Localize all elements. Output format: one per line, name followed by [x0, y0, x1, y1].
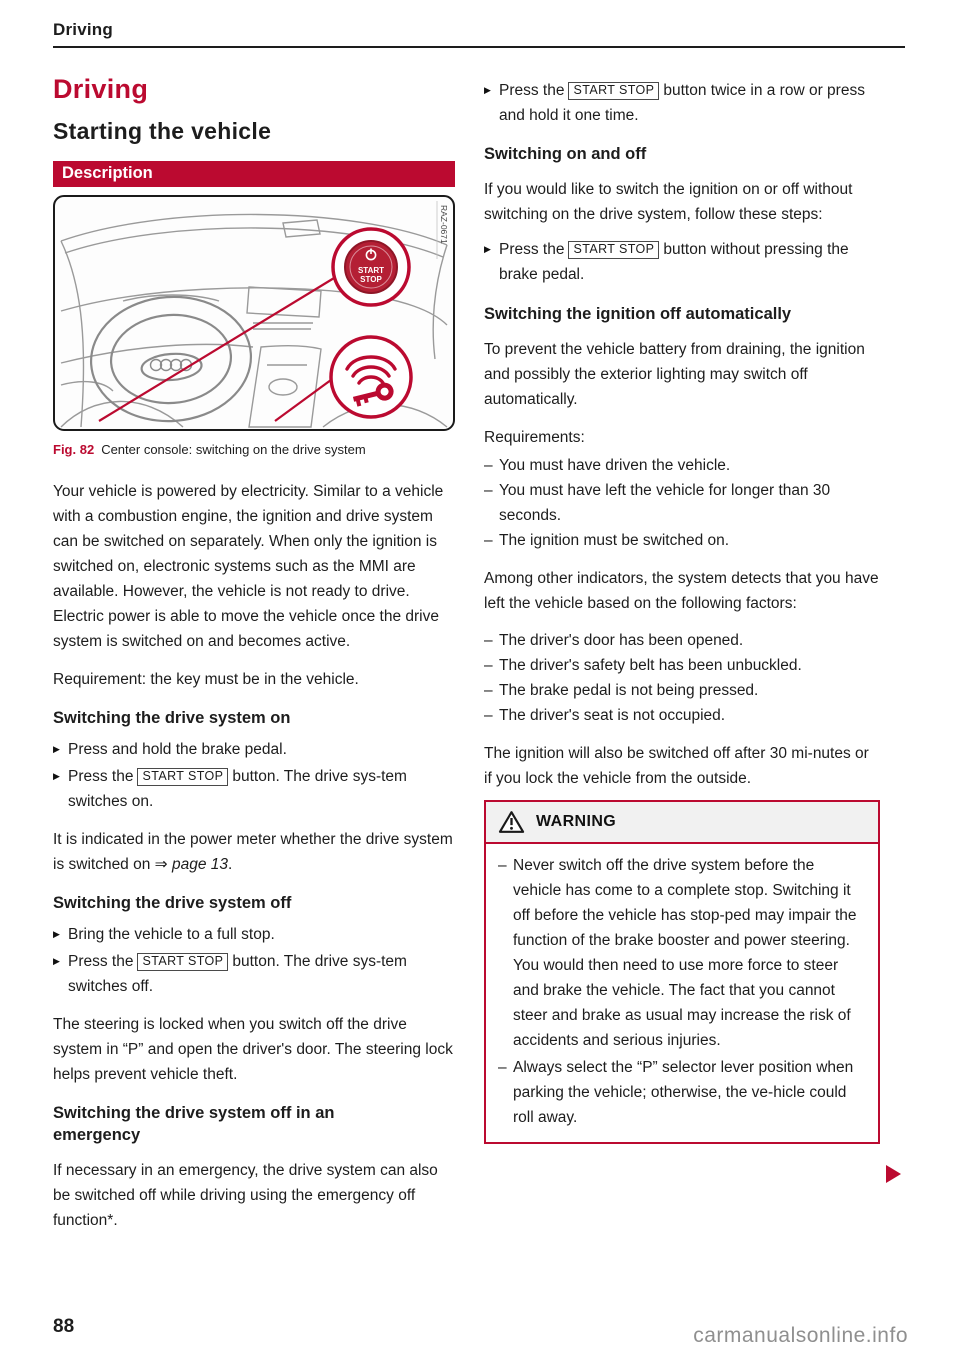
list-item-text: button twice in a row or press and hold …	[499, 82, 865, 124]
start-stop-button-icon: START STOP	[344, 240, 398, 294]
section-title: Starting the vehicle	[53, 118, 272, 144]
figure-82: START STOP	[53, 195, 455, 459]
list-item-text: button. The drive sys-tem switches on.	[68, 768, 407, 810]
list-item: The brake pedal is not being pressed.	[484, 678, 880, 703]
warning-item-text: Never switch off the drive system before…	[513, 857, 857, 1049]
key-icon	[345, 355, 397, 407]
warning-box: WARNING Never switch off the drive syste…	[484, 800, 880, 1144]
warning-header: WARNING	[486, 802, 878, 844]
list-item-text: The driver's seat is not occupied.	[499, 707, 726, 724]
indicator-text: It is indicated in the power meter wheth…	[53, 831, 453, 873]
list-item-text: Press the	[499, 241, 565, 258]
list-item-text: Press the	[499, 82, 565, 99]
warning-body: Never switch off the drive system before…	[486, 844, 878, 1142]
list-item: The driver's safety belt has been unbuck…	[484, 653, 880, 678]
detect-intro-paragraph: Among other indicators, the system detec…	[484, 570, 879, 612]
heading-ignition-off-auto: Switching the ignition off automatically	[484, 305, 792, 323]
requirements-label: Requirements:	[484, 429, 585, 446]
description-banner: Description	[53, 161, 455, 187]
list-item-text: Press and hold the brake pedal.	[68, 741, 287, 758]
list-item-text: Press the	[68, 768, 134, 785]
heading-drive-system-off: Switching the drive system off	[53, 894, 292, 912]
list-item-text: Press the	[68, 953, 134, 970]
audi-rings-icon	[149, 358, 193, 372]
warning-title: WARNING	[536, 813, 617, 830]
heading-drive-system-on: Switching the drive system on	[53, 709, 291, 727]
heading-switching-on-off: Switching on and off	[484, 145, 647, 163]
start-stop-key: START STOP	[137, 953, 229, 971]
figure-caption-text: Center console: switching on the drive s…	[101, 442, 366, 457]
list-item-text: You must have driven the vehicle.	[499, 457, 731, 474]
start-stop-key: START STOP	[568, 241, 660, 259]
list-item: The driver's door has been opened.	[484, 628, 880, 653]
requirement-paragraph: Requirement: the key must be in the vehi…	[53, 671, 359, 688]
center-console-illustration: START STOP	[53, 195, 455, 431]
warning-item-text: Always select the “P” selector lever pos…	[513, 1059, 854, 1126]
start-label: START	[358, 266, 384, 275]
warning-item: Always select the “P” selector lever pos…	[498, 1055, 866, 1130]
emergency-paragraph: If necessary in an emergency, the drive …	[53, 1162, 438, 1229]
list-item-text: The brake pedal is not being pressed.	[499, 682, 759, 699]
auto-off-paragraph: To prevent the vehicle battery from drai…	[484, 341, 865, 408]
page-reference: ⇒ page 13	[154, 856, 228, 873]
figure-caption: Fig. 82 Center console: switching on the …	[53, 441, 455, 459]
warning-triangle-icon	[498, 811, 525, 833]
list-item: The driver's seat is not occupied.	[484, 703, 880, 728]
list-item: Press and hold the brake pedal.	[53, 737, 455, 762]
warning-item: Never switch off the drive system before…	[498, 853, 866, 1053]
requirements-list: You must have driven the vehicle. You mu…	[484, 453, 880, 553]
stop-label: STOP	[360, 275, 382, 284]
page-number: 88	[53, 1316, 75, 1337]
figure-image-code: RAZ-0671	[439, 205, 449, 244]
onoff-paragraph: If you would like to switch the ignition…	[484, 181, 853, 223]
list-item-text: The ignition must be switched on.	[499, 532, 730, 549]
steering-wheel	[89, 295, 253, 423]
list-item-text: You must have left the vehicle for longe…	[499, 482, 831, 524]
interior-sketch	[60, 201, 448, 428]
watermark: carmanualsonline.info	[693, 1324, 908, 1347]
header-rule	[53, 46, 905, 48]
list-item: The ignition must be switched on.	[484, 528, 880, 553]
list-item-text: Bring the vehicle to a full stop.	[68, 926, 275, 943]
continuation-arrow-icon	[886, 1165, 901, 1183]
intro-paragraph: Your vehicle is powered by electricity. …	[53, 483, 444, 650]
left-column: Driving Starting the vehicle Description	[53, 62, 455, 1233]
start-stop-key: START STOP	[137, 768, 229, 786]
outro-paragraph: The ignition will also be switched off a…	[484, 745, 869, 787]
start-stop-key: START STOP	[568, 82, 660, 100]
figure-caption-label: Fig. 82	[53, 442, 95, 457]
list-item-text: The driver's safety belt has been unbuck…	[499, 657, 802, 674]
list-item-text: The driver's door has been opened.	[499, 632, 744, 649]
chapter-header: Driving	[53, 20, 113, 39]
list-item-text: button without pressing the brake pedal.	[499, 241, 849, 283]
steering-lock-paragraph: The steering is locked when you switch o…	[53, 1016, 453, 1083]
indicator-period: .	[228, 856, 233, 873]
indicator-paragraph: It is indicated in the power meter wheth…	[53, 827, 455, 877]
list-item: Bring the vehicle to a full stop.	[53, 922, 455, 947]
heading-emergency-off: Switching the drive system off in an eme…	[53, 1104, 335, 1144]
factors-list: The driver's door has been opened. The d…	[484, 628, 880, 728]
list-item-text: button. The drive sys-tem switches off.	[68, 953, 407, 995]
list-item: You must have driven the vehicle.	[484, 453, 880, 478]
list-item: You must have left the vehicle for longe…	[484, 478, 880, 528]
figure-callouts: START STOP	[98, 227, 413, 422]
page-title: Driving	[53, 74, 149, 104]
